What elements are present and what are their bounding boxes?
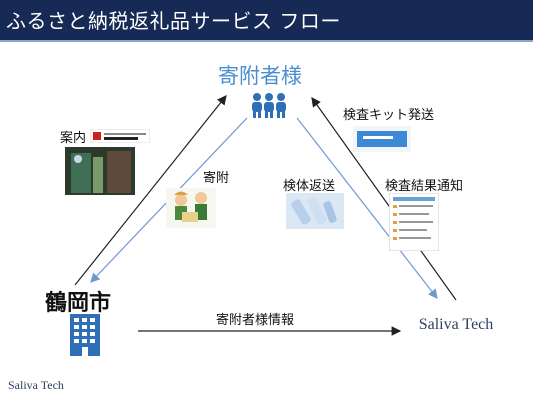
- edge-label-result-notice: 検査結果通知: [385, 179, 464, 194]
- edge-label-kit-shipping: 検査キット発送: [343, 108, 435, 123]
- sample-tubes-image: [286, 193, 344, 229]
- footer-brand-logo: Saliva Tech: [8, 378, 64, 392]
- edge-label-guide: 案内: [60, 131, 87, 146]
- header-divider: [0, 40, 533, 42]
- people-icon: [252, 93, 286, 118]
- header-bar: ふるさと納税返礼品サービス フロー: [0, 0, 533, 40]
- edge-label-sample-return: 検体返送: [283, 179, 336, 194]
- building-icon: [70, 314, 100, 356]
- donor-node-label: 寄附者様: [218, 64, 302, 88]
- guide-brochure-image: [63, 145, 139, 197]
- edge-label-donor-info: 寄附者様情報: [216, 313, 295, 328]
- farmers-illustration: [166, 188, 216, 228]
- arrow-company-to-donor: [311, 97, 457, 301]
- arrow-city-to-donor: [74, 95, 227, 286]
- city-node-label: 鶴岡市: [45, 291, 112, 316]
- company-logo: Saliva Tech: [418, 316, 494, 333]
- arrow-donor-to-company: [296, 117, 438, 299]
- result-report-image: [388, 192, 440, 252]
- partner-banner-image: [89, 128, 151, 144]
- test-kit-image: [353, 126, 411, 152]
- page-title: ふるさと納税返礼品サービス フロー: [6, 9, 341, 33]
- edge-label-donation: 寄附: [203, 171, 230, 186]
